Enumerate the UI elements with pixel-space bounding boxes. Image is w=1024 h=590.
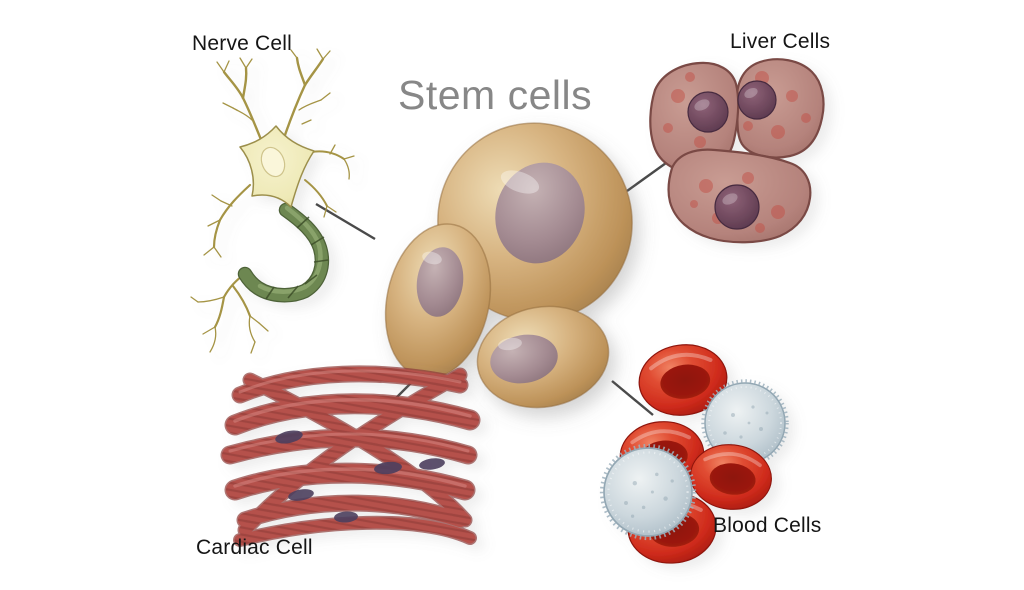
liver-cells-label: Liver Cells bbox=[730, 30, 831, 53]
myelin-segment-lines bbox=[265, 216, 329, 300]
connector-nerve-to-stem bbox=[315, 202, 376, 241]
connector-blood-to-stem bbox=[611, 380, 654, 416]
nerve-cell-illustration bbox=[190, 48, 355, 354]
neuron-axon bbox=[237, 202, 330, 303]
neuron-soma bbox=[239, 125, 315, 208]
cardiac-nuclei bbox=[275, 430, 445, 523]
cardiac-striations bbox=[222, 366, 479, 546]
cardiac-cell-illustration bbox=[220, 365, 481, 547]
diagram-title: Stem cells bbox=[398, 72, 593, 118]
stem-cells-illustration bbox=[384, 122, 633, 409]
blood-cells-label: Blood Cells bbox=[713, 514, 822, 537]
nerve-cell-label: Nerve Cell bbox=[192, 32, 293, 55]
liver-cells-illustration bbox=[649, 58, 825, 244]
neuron-dendrites bbox=[190, 48, 355, 354]
white-blood-cell bbox=[599, 443, 697, 541]
liver-cell-spots bbox=[663, 71, 811, 233]
neuron-nucleus bbox=[260, 146, 286, 178]
cardiac-cell-label: Cardiac Cell bbox=[196, 536, 313, 559]
